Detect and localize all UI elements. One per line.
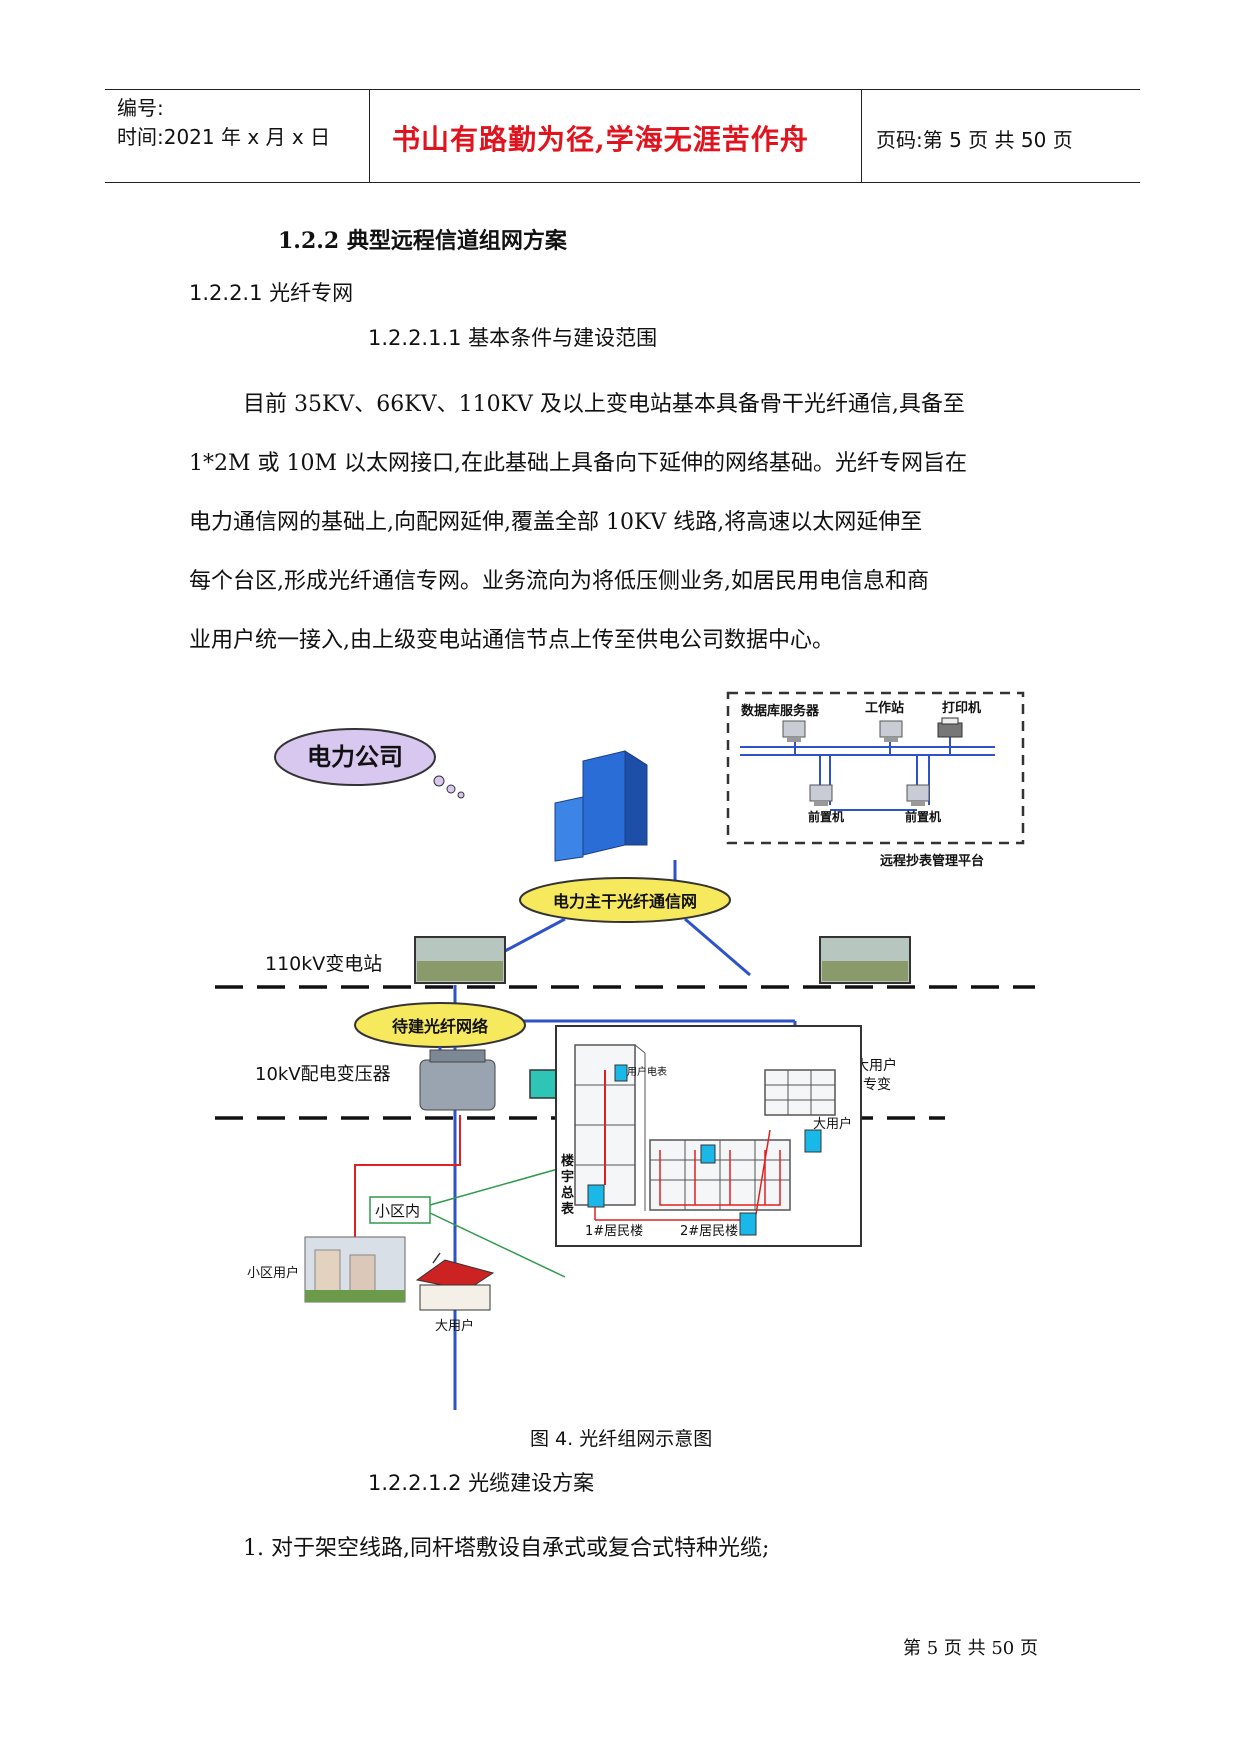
printer-icon — [937, 717, 963, 738]
workstation-icon — [879, 720, 903, 742]
building-2-meter-icon — [739, 1212, 757, 1236]
label-db-server: 数据库服务器 — [741, 703, 820, 719]
label-building-meter: 楼 宇 总 表 — [560, 1153, 575, 1217]
substation-right-image — [819, 936, 911, 984]
list-item-1: 1. 对于架空线路,同杆塔敷设自承式或复合式特种光缆; — [243, 1536, 770, 1561]
svg-text:宇: 宇 — [561, 1169, 574, 1185]
community-inside-box — [369, 1196, 431, 1224]
label-printer: 打印机 — [942, 700, 981, 716]
residential-area: 用户电表 楼 宇 总 表 大用户 1#居民楼 2#居民楼 — [555, 1025, 862, 1247]
power-company-cloud — [274, 728, 465, 799]
front-end-1-icon — [809, 784, 833, 806]
building-2-icon — [649, 1139, 791, 1211]
big-user-house-icon — [415, 1252, 495, 1311]
user-meter-icon — [614, 1064, 628, 1082]
header-bottom-rule — [105, 182, 1140, 183]
label-platform: 远程抄表管理平台 — [880, 853, 984, 869]
paragraph-line-1: 目前 35KV、66KV、110KV 及以上变电站基本具备骨干光纤通信,具备至 — [243, 392, 965, 417]
label-front-end-1: 前置机 — [808, 809, 844, 824]
hq-building-icon — [554, 750, 648, 862]
label-substation-110: 110kV变电站 — [265, 953, 382, 975]
community-image — [304, 1236, 406, 1303]
section-heading: 1.2.2 典型远程信道组网方案 — [278, 228, 567, 254]
paragraph-line-3: 电力通信网的基础上,向配网延伸,覆盖全部 10KV 线路,将高速以太网延伸至 — [189, 510, 923, 535]
header-motto: 书山有路勤为径,学海无涯苦作舟 — [392, 123, 809, 156]
header-number-label: 编号: — [117, 96, 164, 120]
footer-page-number: 第 5 页 共 50 页 — [903, 1638, 1038, 1659]
transformer-left-icon — [419, 1049, 496, 1111]
building-meter-icon — [587, 1184, 605, 1208]
paragraph-line-4: 每个台区,形成光纤通信专网。业务流向为将低压侧业务,如居民用电信息和商 — [189, 569, 929, 594]
big-user-right-meter — [804, 1129, 822, 1153]
label-building-2: 2#居民楼 — [680, 1224, 738, 1239]
paragraph-line-2: 1*2M 或 10M 以太网接口,在此基础上具备向下延伸的网络基础。光纤专网旨在 — [189, 451, 968, 476]
label-power-company: 电力公司 — [307, 743, 403, 771]
dist-meter-box — [529, 1069, 557, 1099]
front-end-2-icon — [906, 784, 930, 806]
label-big-user-sub-2: 专变 — [863, 1077, 891, 1093]
paragraph-line-5: 业用户统一接入,由上级变电站通信节点上传至供电公司数据中心。 — [189, 628, 834, 653]
svg-text:表: 表 — [560, 1201, 575, 1217]
svg-text:楼: 楼 — [561, 1153, 574, 1169]
header-divider-left — [369, 89, 370, 183]
subsubsection-heading-1: 1.2.2.1.1 基本条件与建设范围 — [368, 326, 658, 350]
header-time-label: 时间:2021 年 x 月 x 日 — [117, 125, 331, 149]
substation-left-image — [414, 936, 506, 984]
label-user-meter: 用户电表 — [627, 1065, 667, 1078]
label-front-end-2: 前置机 — [905, 809, 941, 824]
label-community-users: 小区用户 — [247, 1265, 299, 1281]
label-backbone: 电力主干光纤通信网 — [553, 892, 697, 911]
label-workstation: 工作站 — [865, 700, 904, 716]
label-building-1: 1#居民楼 — [585, 1224, 643, 1239]
svg-text:总: 总 — [561, 1185, 574, 1201]
figure-caption: 图 4. 光纤组网示意图 — [530, 1428, 713, 1450]
power-line-community — [354, 1115, 461, 1237]
db-server-icon — [782, 720, 806, 742]
header-divider-right — [861, 89, 862, 183]
label-fiber-build: 待建光纤网络 — [392, 1017, 488, 1036]
subsubsection-heading-2: 1.2.2.1.2 光缆建设方案 — [368, 1471, 595, 1495]
label-big-user-sub-1: 大用户 — [855, 1057, 897, 1074]
subsection-heading: 1.2.2.1 光纤专网 — [189, 281, 354, 305]
backbone-cloud — [519, 877, 731, 923]
header-page-label: 页码:第 5 页 共 50 页 — [876, 128, 1073, 152]
label-big-user: 大用户 — [435, 1318, 474, 1334]
label-big-user-right: 大用户 — [813, 1116, 852, 1132]
label-transformer-10: 10kV配电变压器 — [255, 1064, 391, 1085]
big-user-building-icon — [764, 1069, 836, 1116]
header-top-rule — [105, 89, 1140, 90]
building-2-user-meter — [700, 1144, 716, 1164]
label-community-inside: 小区内 — [375, 1202, 420, 1220]
